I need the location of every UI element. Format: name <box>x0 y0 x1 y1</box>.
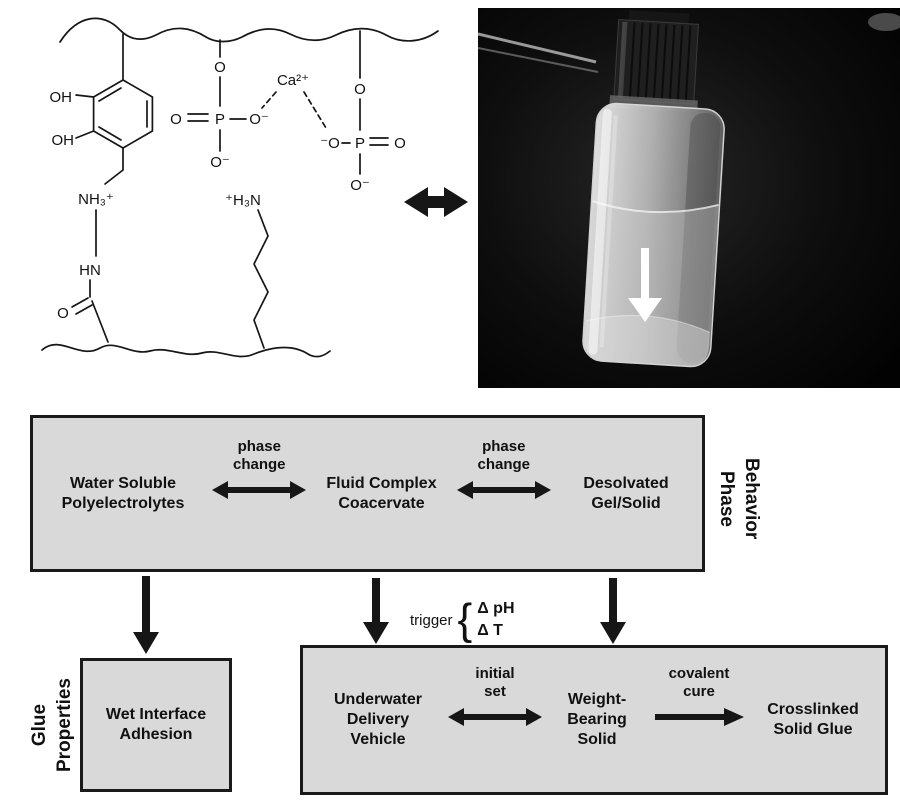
amide-nh-label: HN <box>79 262 101 279</box>
wet-interface-adhesion-box: Wet Interface Adhesion <box>80 658 232 792</box>
calcium-coordination-bond <box>261 91 277 109</box>
calcium-coordination-bond <box>303 91 327 129</box>
hydroxyl-label: OH <box>52 132 75 149</box>
phase-behavior-side-label: Phase Behavior <box>716 458 762 540</box>
calcium-label: Ca²⁺ <box>277 72 309 89</box>
phase-change-label: phase change <box>232 438 286 473</box>
polymer-backbone-bottom <box>41 343 331 358</box>
initial-set-transition: initial set <box>447 665 543 728</box>
node-desolvated-gel-solid: Desolvated Gel/Solid <box>583 474 669 512</box>
phase-change-transition: phase change <box>211 438 307 501</box>
coacervate-phase <box>585 316 710 367</box>
trigger-label: trigger <box>410 611 453 629</box>
down-arrow-icon <box>600 578 626 644</box>
hydroxyl-label: OH <box>50 89 73 106</box>
vial-body <box>582 102 725 368</box>
node-fluid-complex-coacervate: Fluid Complex Coacervate <box>326 474 437 512</box>
node-underwater-delivery-vehicle: Underwater Delivery Vehicle <box>333 691 423 748</box>
oxygen-label: O <box>170 111 182 128</box>
cap-ridges <box>620 21 692 102</box>
reflection-highlight <box>868 13 900 31</box>
covalent-cure-transition: covalent cure <box>651 665 747 728</box>
node-wet-interface-adhesion: Wet Interface Adhesion <box>105 706 207 743</box>
oxygen-label: O⁻ <box>350 177 370 194</box>
photo-down-arrow-icon <box>628 248 662 322</box>
oxygen-label: O <box>354 81 366 98</box>
phosphorus-label: P <box>215 111 225 128</box>
initial-set-label: initial set <box>475 664 515 700</box>
phase-behavior-box: Water Soluble Polyelectrolytes phase cha… <box>30 415 705 572</box>
delta-ph-label: Δ pH <box>477 600 515 617</box>
carbonyl-oxygen-label: O <box>57 305 69 322</box>
phase-change-transition: phase change <box>456 438 552 501</box>
alkyl-chain <box>253 209 269 349</box>
polymer-backbone-top <box>59 17 439 43</box>
ammonium-label: NH₃⁺ <box>78 191 114 208</box>
oxygen-label: O⁻ <box>249 111 269 128</box>
node-crosslinked-solid-glue: Crosslinked Solid Glue <box>767 701 859 738</box>
right-arrow-icon <box>655 707 744 726</box>
free-ammonium-label: ⁺H₃N <box>225 192 261 209</box>
oxygen-label: O⁻ <box>210 154 230 171</box>
vial-photograph <box>478 8 900 388</box>
phase-change-label: phase change <box>477 438 530 473</box>
covalent-cure-label: covalent cure <box>668 664 730 700</box>
phosphorus-label: P <box>355 135 365 152</box>
down-arrow-icon <box>363 578 389 644</box>
trigger-brace: { <box>457 595 473 644</box>
oxygen-label: ⁻O <box>320 135 340 152</box>
double-arrow-icon <box>212 481 307 499</box>
glue-properties-side-label: Glue Properties <box>29 678 75 772</box>
chemical-structure: OH OH NH₃⁺ HN O ⁺H₃N Ca²⁺ O O P O⁻ O⁻ O … <box>41 17 439 358</box>
double-arrow-icon <box>448 707 542 726</box>
oxygen-label: O <box>394 135 406 152</box>
benzene-ring <box>92 79 154 149</box>
node-weight-bearing-solid: Weight-Bearing Solid <box>567 691 627 748</box>
liquid <box>584 202 719 367</box>
oxygen-label: O <box>214 59 226 76</box>
liquid-meniscus <box>592 200 719 214</box>
down-arrow-icon <box>133 576 159 654</box>
glue-properties-box: Underwater Delivery Vehicle initial set … <box>300 645 888 795</box>
trigger-annotation: trigger { Δ pH Δ T <box>410 592 515 648</box>
delta-t-label: Δ T <box>477 622 503 639</box>
node-water-soluble-polyelectrolytes: Water Soluble Polyelectrolytes <box>61 474 185 512</box>
double-arrow-icon <box>456 481 551 499</box>
equilibrium-double-arrow-icon <box>404 187 468 217</box>
glass-pipette <box>478 32 599 73</box>
